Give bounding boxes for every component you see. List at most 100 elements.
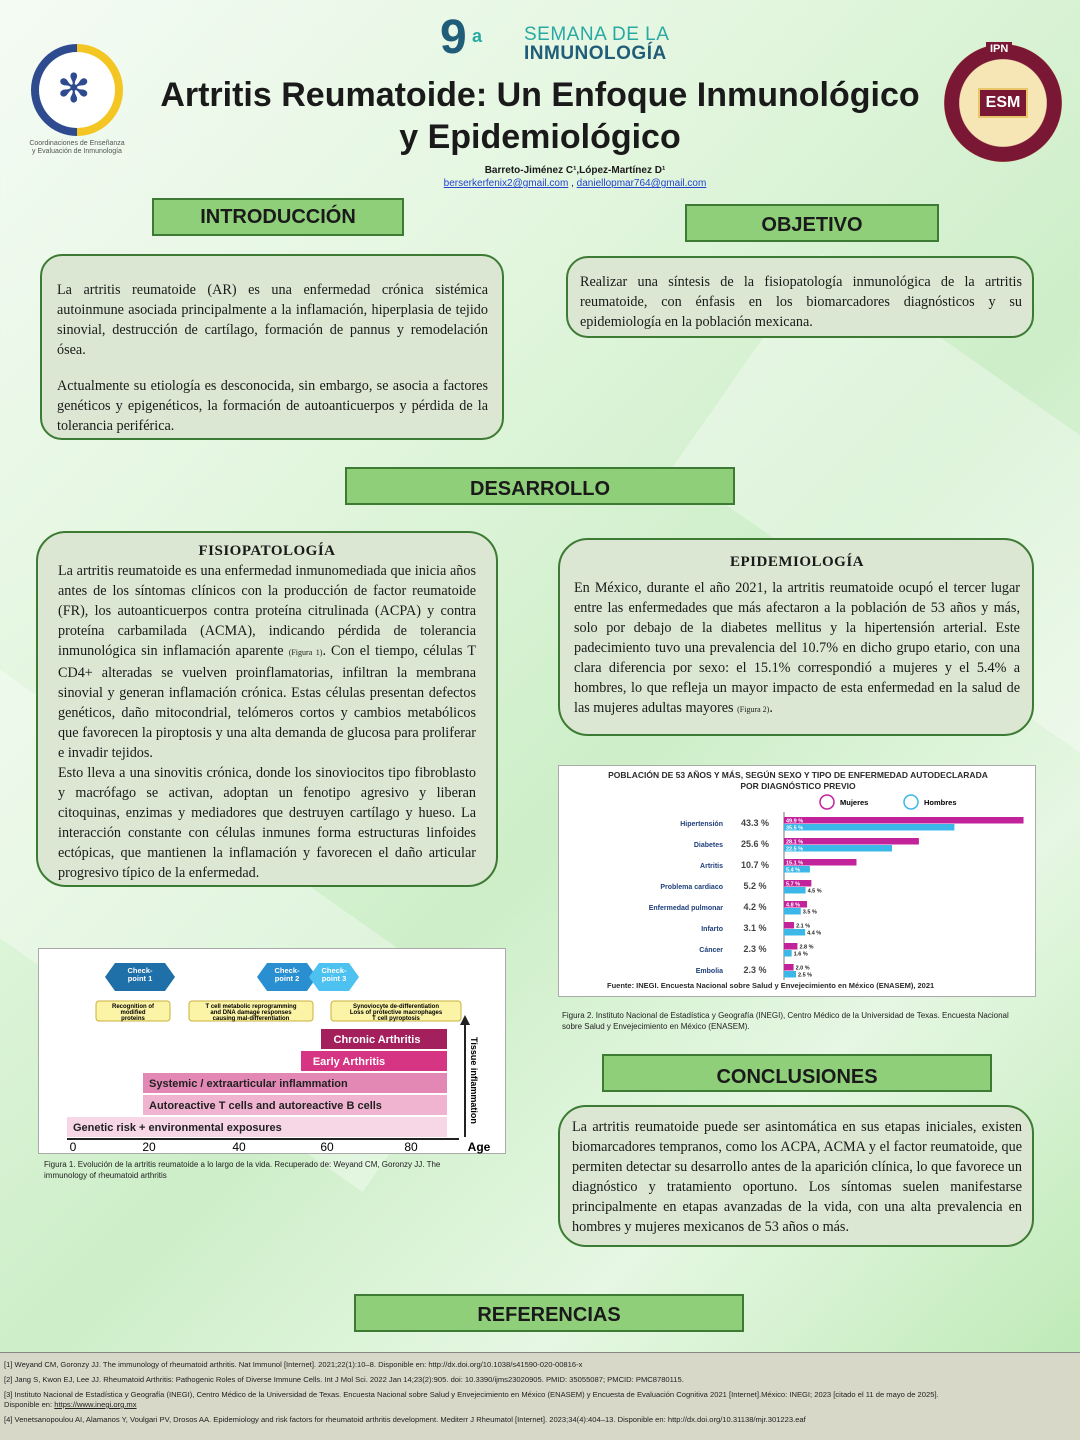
event-logo: 9 a SEMANA DE LA INMUNOLOGÍA (430, 4, 670, 68)
reference-2: [2] Jang S, Kwon EJ, Lee JJ. Rheumatoid … (4, 1375, 684, 1384)
chart-source: Fuente: INEGI. Encuesta Nacional sobre S… (607, 981, 934, 990)
note-box-1 (95, 1000, 171, 1022)
figure-1-diagram: Check-point 1 Check-point 2 Check-point … (67, 963, 491, 1154)
bar-hombres (784, 908, 801, 915)
authors: Barreto-Jiménez C¹,López-Martínez D¹ ber… (380, 164, 770, 190)
total-label: 4.2 % (743, 902, 766, 912)
total-label: 25.6 % (741, 839, 769, 849)
x-tick: 80 (404, 1140, 418, 1154)
epidemiologia-title: EPIDEMIOLOGÍA (729, 554, 864, 570)
checkpoint-3-label: Check-point 3 (321, 966, 347, 983)
intro-paragraph-1: La artritis reumatoide (AR) es una enfer… (57, 282, 488, 358)
fisiopatologia-paragraph-1: La artritis reumatoide es una enfermedad… (58, 563, 476, 659)
category-label: Infarto (701, 926, 723, 933)
figure-2-ref: (Figura 2) (737, 705, 770, 714)
objetivo-text: Realizar una síntesis de la fisiopatolog… (580, 274, 1022, 330)
bar-value-label: 4.5 % (808, 889, 822, 895)
figure-2: POBLACIÓN DE 53 AÑOS Y MÁS, SEGÚN SEXO Y… (558, 765, 1036, 997)
category-label: Enfermedad pulmonar (649, 905, 724, 912)
bar-hombres (784, 845, 892, 852)
reference-3: [3] Instituto Nacional de Estadística y … (4, 1390, 939, 1399)
total-label: 43.3 % (741, 818, 769, 828)
epidemiologia-box: EPIDEMIOLOGÍA En México, durante el año … (558, 538, 1034, 736)
email-link-1[interactable]: berserkerfenix2@gmail.com (443, 178, 569, 189)
bar-mujeres (784, 859, 857, 866)
bar-value-label: 5.7 % (786, 882, 800, 888)
conclusiones-box: La artritis reumatoide puede ser asintom… (558, 1105, 1034, 1247)
intro-paragraph-2: Actualmente su etiología es desconocida,… (57, 378, 488, 434)
total-label: 2.3 % (743, 965, 766, 975)
figure-1-caption: Figura 1. Evolución de la artritis reuma… (44, 1160, 441, 1180)
bar-value-label: 35.5 % (786, 826, 803, 832)
figure-1-ref: (Figura 1) (288, 648, 323, 657)
legend-mujeres: Mujeres (840, 798, 868, 807)
y-axis-label: Tissue inflammation (469, 1037, 479, 1124)
event-number: 9 (440, 11, 467, 64)
x-axis-label: Age (468, 1140, 491, 1154)
stage-autoreactive-cells (143, 1095, 447, 1115)
checkpoint-1-badge: Check-point 1 (105, 963, 175, 991)
author-names: Barreto-Jiménez C¹,López-Martínez D¹ (484, 165, 666, 176)
esm-label: ESM (977, 88, 1029, 118)
poster-title: Artritis Reumatoide: Un Enfoque Inmunoló… (160, 76, 920, 156)
bar-value-label: 1.6 % (794, 952, 808, 958)
legend: Mujeres Hombres (819, 794, 957, 810)
inegi-link[interactable]: https://www.inegi.org.mx (54, 1400, 137, 1409)
bar-hombres (784, 929, 806, 936)
stage-label-1: Chronic Arthritis (334, 1034, 421, 1046)
reference-1: [1] Weyand CM, Goronzy JJ. The immunolog… (4, 1360, 583, 1369)
category-label: Diabetes (694, 842, 723, 849)
coordination-logo: ✻ Coordinaciones de Enseñanza y Evaluaci… (22, 44, 132, 155)
stage-label-3: Systemic / extraarticular inflammation (149, 1078, 348, 1090)
bar-value-label: 2.8 % (799, 945, 813, 951)
references-list: [1] Weyand CM, Goronzy JJ. The immunolog… (0, 1352, 1080, 1440)
event-suffix: a (472, 26, 483, 46)
stage-label-4: Autoreactive T cells and autoreactive B … (149, 1100, 382, 1112)
checkpoint-2-badge: Check-point 2 (257, 963, 317, 991)
referencias-heading: REFERENCIAS (354, 1294, 744, 1332)
x-tick: 40 (232, 1140, 246, 1154)
x-tick: 60 (320, 1140, 334, 1154)
bar-value-label: 2.1 % (796, 924, 810, 930)
conclusiones-text: La artritis reumatoide puede ser asintom… (572, 1119, 1022, 1235)
desarrollo-heading: DESARROLLO (345, 467, 735, 505)
chart-title-line1: POBLACIÓN DE 53 AÑOS Y MÁS, SEGÚN SEXO Y… (608, 769, 988, 780)
intro-box: La artritis reumatoide (AR) es una enfer… (40, 254, 504, 440)
total-label: 10.7 % (741, 860, 769, 870)
email-link-2[interactable]: daniellopmar764@gmail.com (576, 178, 707, 189)
fisiopatologia-box: FISIOPATOLOGÍA La artritis reumatoide es… (36, 531, 498, 887)
checkpoint-3-badge: Check-point 3 (309, 963, 359, 991)
women-icon (819, 794, 835, 810)
bar-mujeres (784, 838, 919, 845)
bar-value-label: 22.5 % (786, 847, 803, 853)
total-label: 5.2 % (743, 881, 766, 891)
category-label: Cáncer (699, 947, 723, 954)
checkpoint-1-label: Check-point 1 (127, 966, 153, 983)
bar-value-label: 4.4 % (807, 931, 821, 937)
objetivo-box: Realizar una síntesis de la fisiopatolog… (566, 256, 1034, 338)
bar-mujeres (784, 901, 808, 908)
category-label: Problema cardiaco (660, 884, 723, 891)
stage-genetic-risk (67, 1117, 447, 1137)
stage-systemic-inflammation (143, 1073, 447, 1093)
stage-label-5: Genetic risk + environmental exposures (73, 1122, 282, 1134)
chart-title-line2: POR DIAGNÓSTICO PREVIO (740, 780, 856, 791)
category-label: Artritis (700, 863, 723, 870)
note-box-2 (188, 1000, 314, 1022)
event-line1: SEMANA DE LA (524, 24, 670, 45)
bar-value-label: 49.9 % (786, 819, 803, 825)
figure-1: Check-point 1 Check-point 2 Check-point … (38, 948, 506, 1154)
intro-heading: INTRODUCCIÓN (152, 198, 404, 236)
category-label: Embolia (696, 968, 723, 975)
bar-hombres (784, 971, 796, 978)
bar-mujeres (784, 943, 798, 950)
ipn-label: IPN (986, 42, 1013, 56)
bar-mujeres (784, 817, 1024, 824)
bar-hombres (784, 824, 955, 831)
fisiopatologia-title: FISIOPATOLOGÍA (198, 543, 336, 559)
checkpoint-2-label: Check-point 2 (274, 966, 300, 983)
stage-chronic-arthritis (321, 1029, 447, 1049)
conclusiones-heading: CONCLUSIONES (602, 1054, 992, 1092)
